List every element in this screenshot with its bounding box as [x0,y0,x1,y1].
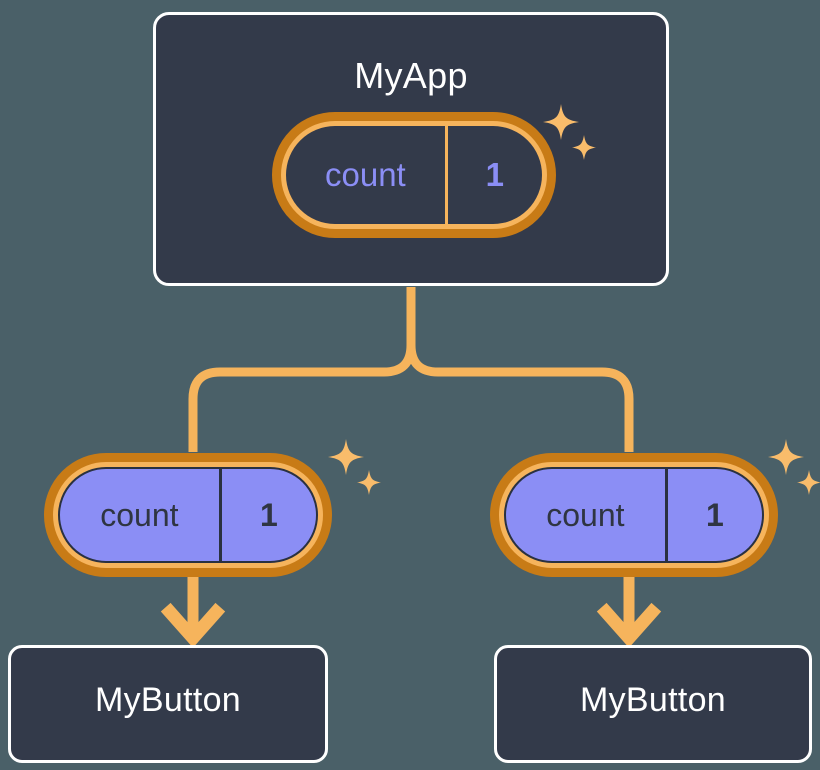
component-title-myapp: MyApp [354,55,468,96]
state-pill-child-left[interactable]: count 1 [44,453,332,577]
component-card-mybutton-left[interactable]: MyButton [8,645,328,763]
state-key: count [546,496,625,533]
sparkle-four-point-small-icon [357,470,381,495]
sparkle-four-point-large-icon [768,439,804,475]
state-pill-inner: count 1 [286,126,542,224]
sparkle-group-left [320,435,390,505]
state-pill-child-right[interactable]: count 1 [490,453,778,577]
component-title-mybutton: MyButton [94,681,242,719]
connector-branch-left [188,344,416,452]
arrow-down-right [596,575,662,648]
component-card-mybutton-right[interactable]: MyButton [494,645,812,763]
state-pill-inner: count 1 [58,467,318,563]
state-value: 1 [444,126,542,224]
sparkle-four-point-small-icon [797,470,820,495]
state-value: 1 [664,469,762,561]
state-pill-inner: count 1 [504,467,764,563]
state-pill-myapp[interactable]: count 1 [272,112,556,238]
state-key: count [100,496,179,533]
state-key: count [324,156,406,193]
state-value: 1 [218,469,316,561]
sparkle-four-point-large-icon [328,439,364,475]
connector-branch-right [406,344,634,452]
arrow-down-left [160,575,226,648]
component-title-mybutton: MyButton [579,681,727,719]
